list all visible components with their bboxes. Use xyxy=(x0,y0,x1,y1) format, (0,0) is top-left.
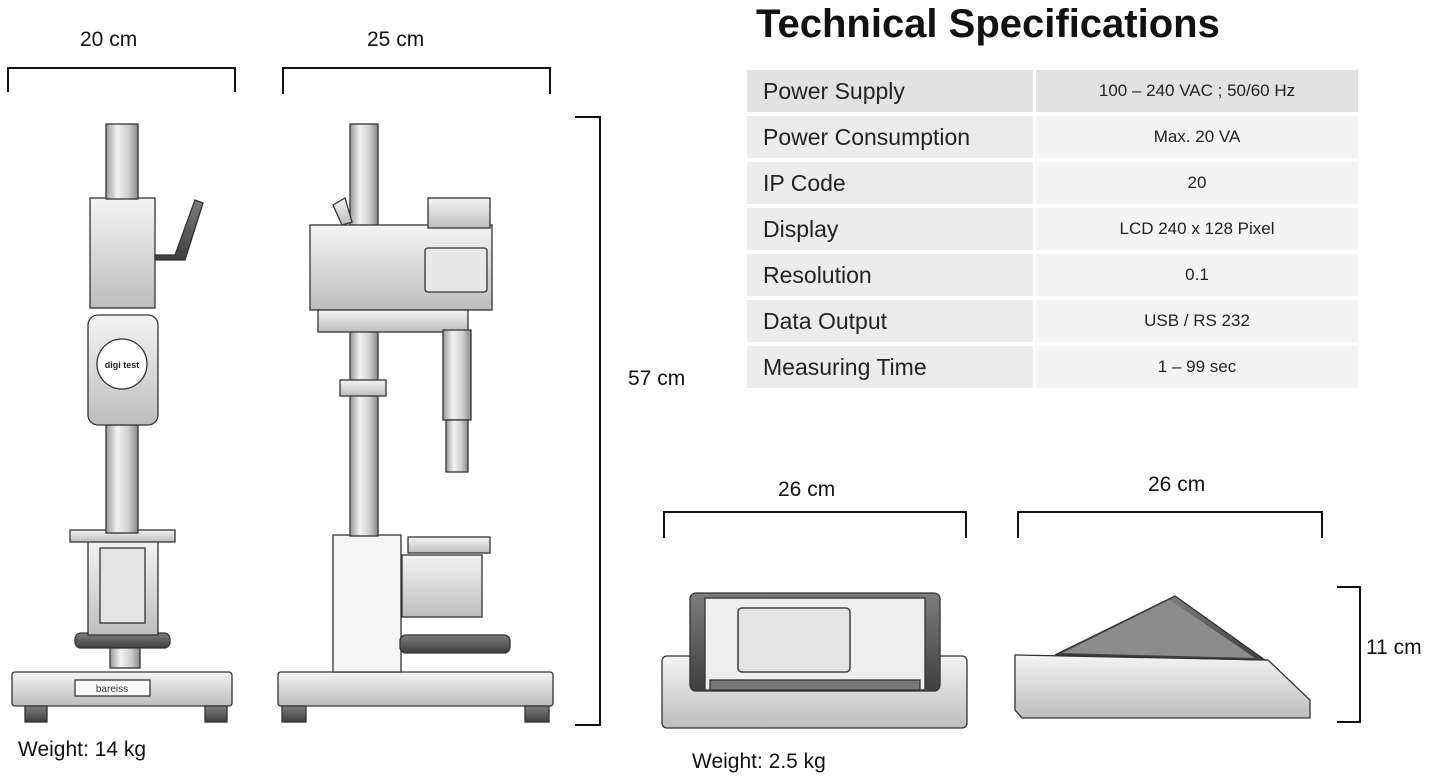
page-title: Technical Specifications xyxy=(756,2,1220,46)
weight-stand: Weight: 14 kg xyxy=(18,738,147,761)
dim-label-stand-side-width: 25 cm xyxy=(367,28,425,51)
table-row: Measuring Time 1 – 99 sec xyxy=(747,346,1358,388)
table-row: Power Consumption Max. 20 VA xyxy=(747,116,1358,158)
spec-label: Power Supply xyxy=(747,70,1033,112)
spec-value: Max. 20 VA xyxy=(1033,116,1358,158)
table-row: Display LCD 240 x 128 Pixel xyxy=(747,208,1358,250)
spec-label: Display xyxy=(747,208,1033,250)
weight-unit: Weight: 2.5 kg xyxy=(692,750,826,773)
unit-side-view xyxy=(1014,595,1311,719)
spec-label: Resolution xyxy=(747,254,1033,296)
spec-value: 0.1 xyxy=(1033,254,1358,296)
gauge-brand-text: digi test xyxy=(105,360,140,370)
spec-value: 20 xyxy=(1033,162,1358,204)
dim-label-unit-side-width: 26 cm xyxy=(1148,473,1206,496)
spec-table: Power Supply 100 – 240 VAC ; 50/60 Hz Po… xyxy=(747,66,1358,392)
bracket-stand-side-width xyxy=(282,67,551,94)
spec-label: IP Code xyxy=(747,162,1033,204)
base-brand-text: bareiss xyxy=(96,684,128,695)
bracket-stand-front-width xyxy=(7,67,236,92)
dim-label-stand-front-width: 20 cm xyxy=(80,28,138,51)
dim-label-unit-front-width: 26 cm xyxy=(778,478,836,501)
table-row: Resolution 0.1 xyxy=(747,254,1358,296)
table-row: Data Output USB / RS 232 xyxy=(747,300,1358,342)
bracket-unit-side-width xyxy=(1017,511,1323,538)
bracket-stand-height xyxy=(575,116,601,726)
table-row: IP Code 20 xyxy=(747,162,1358,204)
spec-label: Data Output xyxy=(747,300,1033,342)
stand-side-view xyxy=(277,123,554,723)
bracket-unit-front-width xyxy=(663,511,967,538)
dim-label-stand-height: 57 cm xyxy=(628,367,686,390)
spec-value: 100 – 240 VAC ; 50/60 Hz xyxy=(1033,70,1358,112)
spec-label: Measuring Time xyxy=(747,346,1033,388)
stand-front-view: bareiss digi test xyxy=(11,123,233,723)
bracket-unit-height xyxy=(1337,586,1361,723)
spec-value: USB / RS 232 xyxy=(1033,300,1358,342)
spec-value: LCD 240 x 128 Pixel xyxy=(1033,208,1358,250)
spec-value: 1 – 99 sec xyxy=(1033,346,1358,388)
unit-front-view xyxy=(661,592,968,729)
table-row: Power Supply 100 – 240 VAC ; 50/60 Hz xyxy=(747,70,1358,112)
dim-label-unit-height: 11 cm xyxy=(1366,636,1422,659)
dimension-brackets xyxy=(7,67,1361,726)
spec-label: Power Consumption xyxy=(747,116,1033,158)
